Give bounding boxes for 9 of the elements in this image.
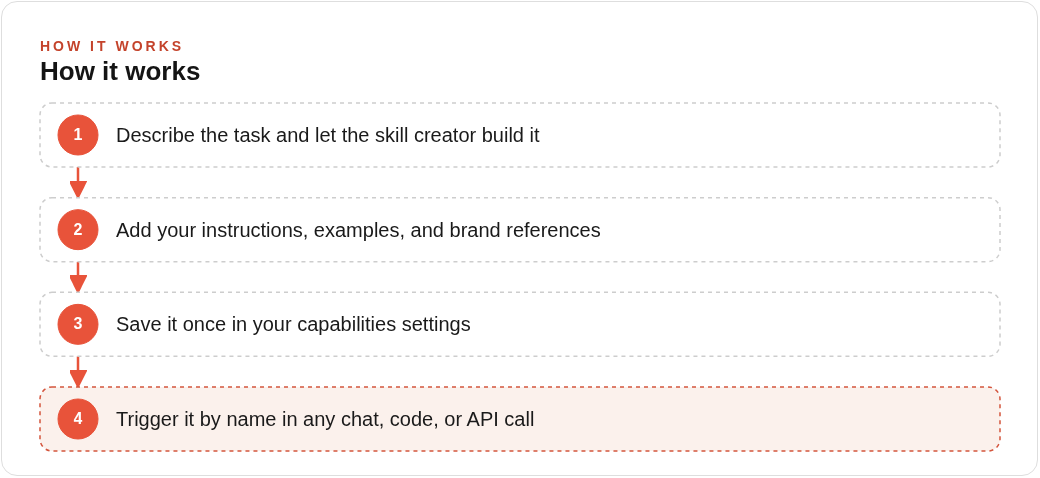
- eyebrow-label: HOW IT WORKS: [40, 38, 185, 54]
- node-circle: 3: [57, 303, 99, 345]
- title: How it works: [40, 56, 201, 86]
- node-circle: 1: [57, 114, 99, 156]
- arrow: [68, 356, 88, 388]
- arrow: [68, 167, 88, 199]
- arrow: [68, 261, 88, 294]
- node-circle: 4: [57, 398, 99, 440]
- node-circle: 2: [57, 209, 99, 251]
